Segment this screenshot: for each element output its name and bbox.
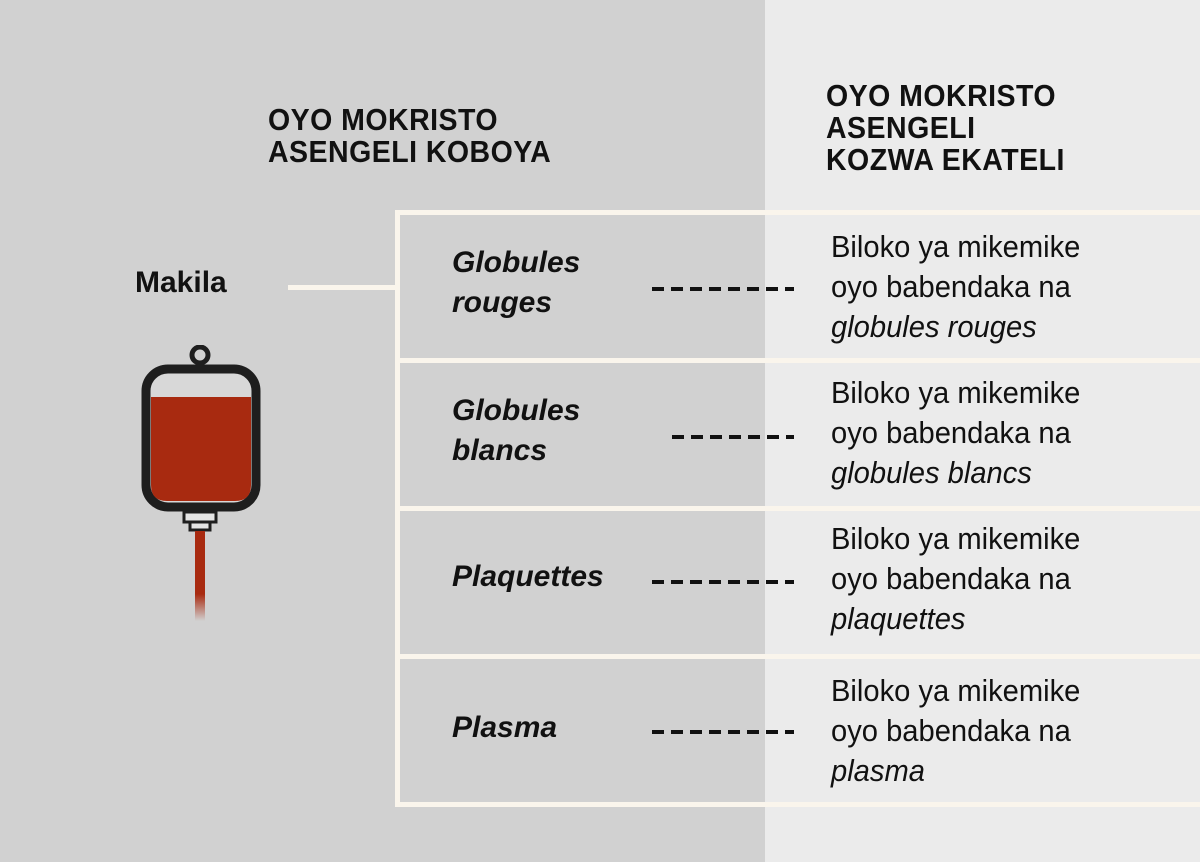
desc-line: oyo babendaka na: [831, 269, 1071, 304]
left-panel: [0, 0, 765, 862]
header-line: OYO MOKRISTO: [268, 102, 499, 137]
component-name: Globules rouges: [452, 243, 580, 323]
header-refuse: OYO MOKRISTO ASENGELI KOBOYA: [268, 104, 551, 168]
header-line: ASENGELI: [826, 110, 976, 145]
term-line: Plaquettes: [452, 560, 604, 593]
component-description: Biloko ya mikemike oyo babendaka na plas…: [831, 671, 1080, 791]
connector-line: [288, 285, 398, 290]
table-row: Plaquettes Biloko ya mikemike oyo babend…: [395, 506, 1200, 654]
dashed-line: [652, 580, 794, 584]
desc-line: Biloko ya mikemike: [831, 673, 1081, 708]
desc-line: Biloko ya mikemike: [831, 521, 1081, 556]
component-name: Plasma: [452, 708, 557, 748]
header-line: ASENGELI KOBOYA: [268, 134, 552, 169]
component-description: Biloko ya mikemike oyo babendaka na glob…: [831, 227, 1080, 347]
dashed-line: [652, 730, 794, 734]
table-row: Globules rouges Biloko ya mikemike oyo b…: [395, 210, 1200, 358]
dashed-line: [672, 435, 794, 439]
desc-italic: plaquettes: [831, 601, 966, 636]
component-name: Plaquettes: [452, 557, 604, 597]
header-line: KOZWA EKATELI: [826, 142, 1065, 177]
desc-line: Biloko ya mikemike: [831, 229, 1081, 264]
desc-line: oyo babendaka na: [831, 561, 1071, 596]
component-description: Biloko ya mikemike oyo babendaka na plaq…: [831, 519, 1080, 639]
table-row: Globules blancs Biloko ya mikemike oyo b…: [395, 358, 1200, 506]
component-description: Biloko ya mikemike oyo babendaka na glob…: [831, 373, 1080, 493]
desc-line: Biloko ya mikemike: [831, 375, 1081, 410]
component-table: Globules rouges Biloko ya mikemike oyo b…: [395, 210, 1200, 808]
header-may-accept: OYO MOKRISTO ASENGELI KOZWA EKATELI: [826, 80, 1065, 176]
desc-italic: globules blancs: [831, 455, 1032, 490]
desc-italic: globules rouges: [831, 309, 1037, 344]
desc-line: oyo babendaka na: [831, 713, 1071, 748]
table-row: Plasma Biloko ya mikemike oyo babendaka …: [395, 654, 1200, 807]
desc-line: oyo babendaka na: [831, 415, 1071, 450]
right-panel: [765, 0, 1200, 862]
desc-italic: plasma: [831, 753, 925, 788]
blood-bag-icon: [141, 345, 261, 621]
term-line: Globules: [452, 246, 581, 279]
header-line: OYO MOKRISTO: [826, 78, 1057, 113]
term-line: rouges: [452, 286, 553, 319]
term-line: Plasma: [452, 711, 558, 744]
term-line: Globules: [452, 394, 581, 427]
blood-label: Makila: [135, 266, 227, 299]
dashed-line: [652, 287, 794, 291]
term-line: blancs: [452, 434, 548, 467]
component-name: Globules blancs: [452, 391, 580, 471]
